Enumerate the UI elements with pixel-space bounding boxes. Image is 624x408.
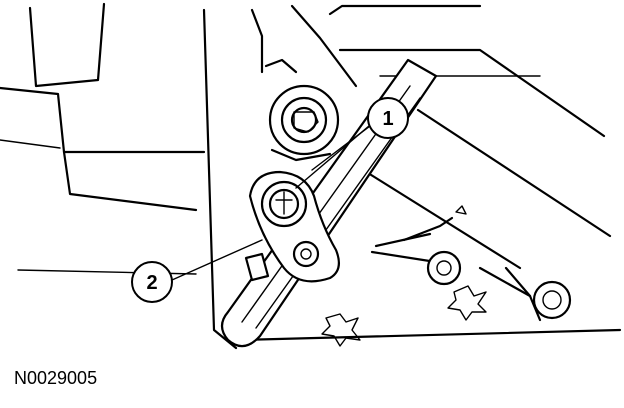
callout-1: 1 xyxy=(367,97,409,139)
link-rod xyxy=(370,205,572,320)
callout-leaders xyxy=(171,119,377,281)
callout-2: 2 xyxy=(131,261,173,303)
callout-2-label: 2 xyxy=(146,272,157,294)
pivot-clip xyxy=(244,170,341,283)
figure-id: N0029005 xyxy=(14,368,98,388)
callout-1-label: 1 xyxy=(382,108,393,130)
upper-bolt xyxy=(264,58,340,162)
clip-fasteners xyxy=(321,285,487,347)
